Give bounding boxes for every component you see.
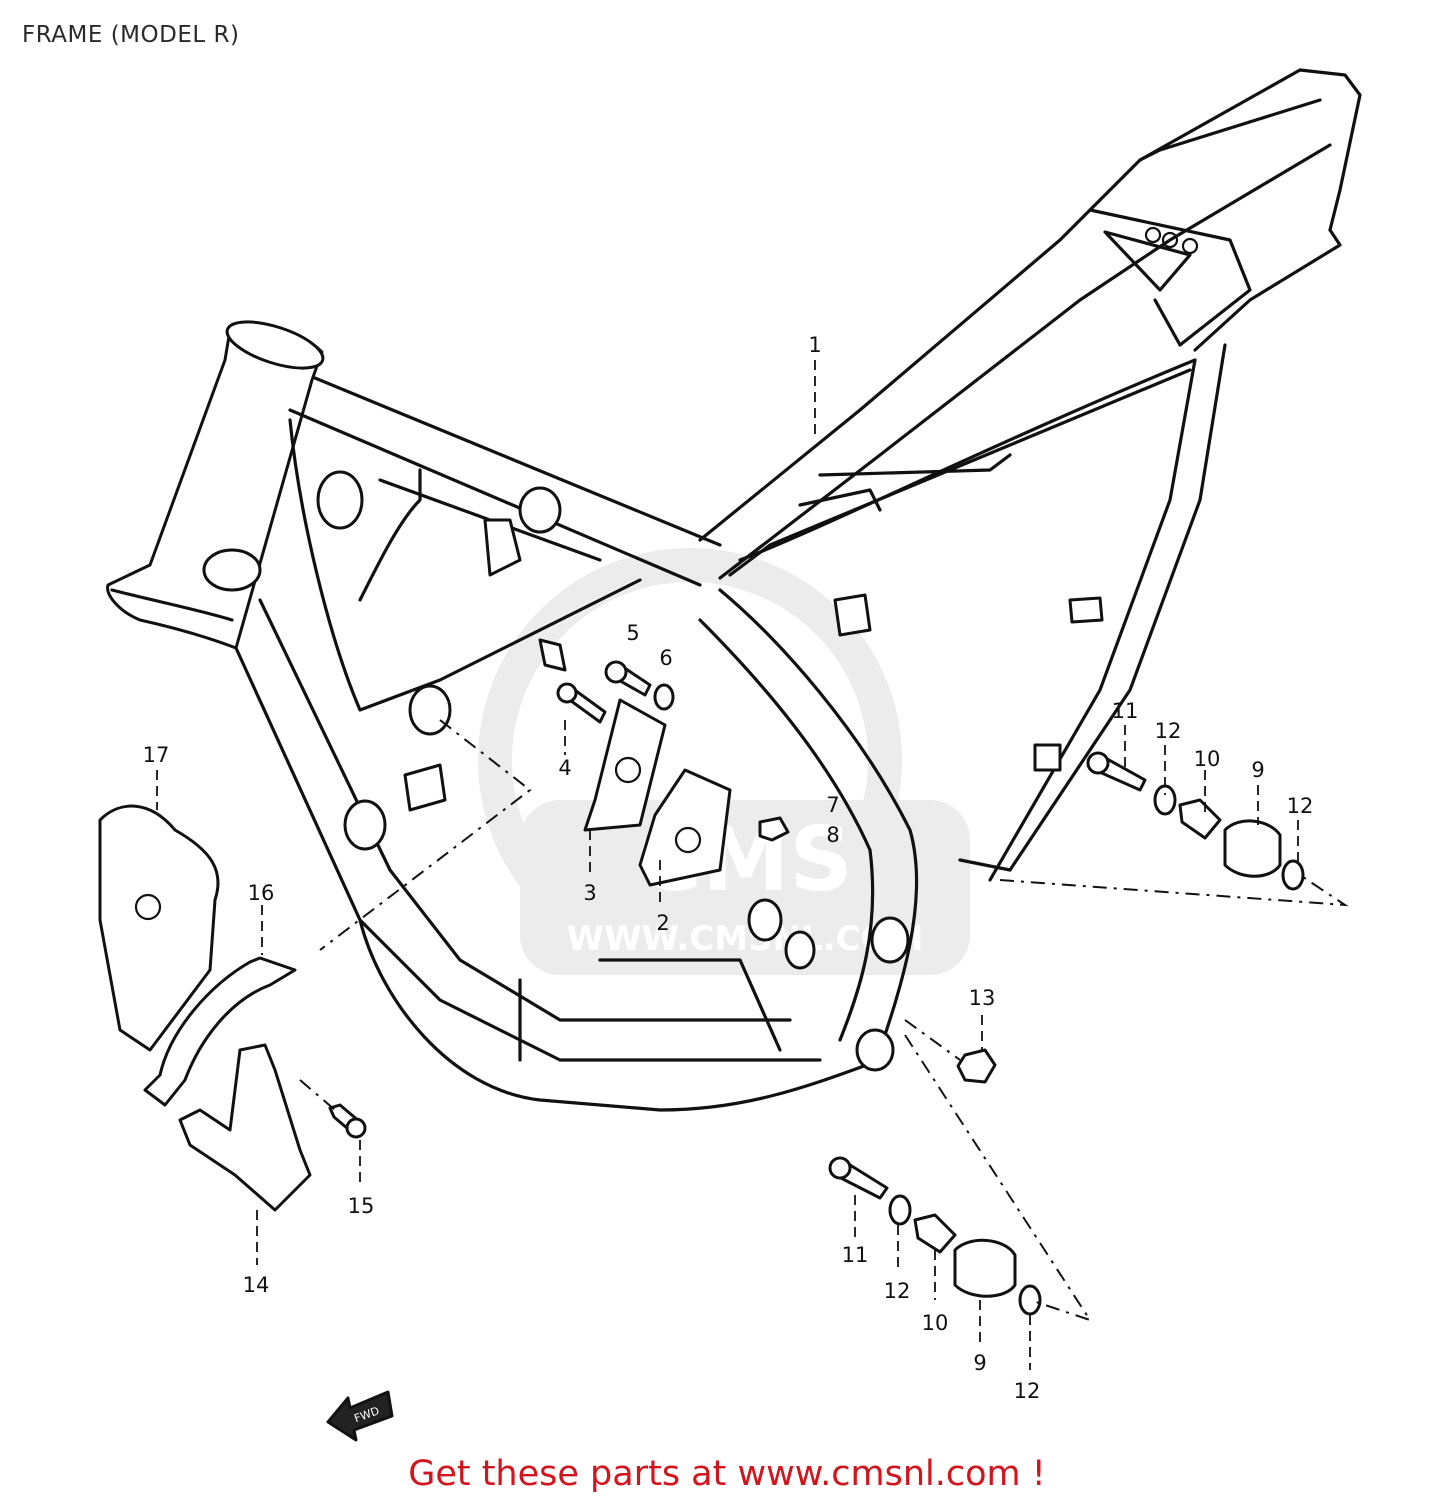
leader-lines [156,360,1299,1370]
part-label-1[interactable]: 1 [808,333,821,357]
part-label-12-upper-left[interactable]: 12 [1155,719,1182,743]
mount-set-upper [1086,751,1305,891]
part-13-nut [956,1048,997,1084]
part-label-13[interactable]: 13 [969,986,996,1010]
mount-set-lower [828,1156,1042,1316]
frame-main [106,68,1362,1112]
part-label-9-lower[interactable]: 9 [973,1351,986,1375]
part-label-12-lower-left[interactable]: 12 [884,1279,911,1303]
part-label-12-lower-right[interactable]: 12 [1014,1379,1041,1403]
forward-direction-arrow: FWD [326,1390,394,1442]
part-number-labels: 1 2 3 4 5 6 7 8 9 9 10 10 11 11 12 12 12… [143,333,1314,1403]
footer-promo: Get these parts at www.cmsnl.com ! [0,1454,1454,1494]
watermark-url: WWW.CMSNL.COM [567,919,924,959]
page-title: FRAME (MODEL R) [22,22,240,48]
part-label-4[interactable]: 4 [558,756,571,780]
watermark: CMS WWW.CMSNL.COM [478,548,970,975]
part-14-guard [178,1043,312,1212]
part-label-3[interactable]: 3 [583,881,596,905]
part-label-17[interactable]: 17 [143,743,170,767]
part-label-7[interactable]: 7 [826,793,839,817]
part-label-12-upper-right[interactable]: 12 [1287,794,1314,818]
part-label-15[interactable]: 15 [348,1194,375,1218]
part-label-8[interactable]: 8 [826,823,839,847]
engine-mount-fasteners [556,660,790,842]
part-label-9-upper[interactable]: 9 [1251,758,1264,782]
part-label-2[interactable]: 2 [656,911,669,935]
part-label-11-upper[interactable]: 11 [1112,699,1139,723]
engine-mount-plates [583,698,732,887]
part-label-11-lower[interactable]: 11 [842,1243,869,1267]
footer-link[interactable]: Get these parts at www.cmsnl.com ! [408,1454,1046,1494]
part-label-5[interactable]: 5 [626,621,639,645]
part-label-14[interactable]: 14 [243,1273,270,1297]
part-label-10-lower[interactable]: 10 [922,1311,949,1335]
part-label-6[interactable]: 6 [659,646,672,670]
assembly-lines [299,719,1349,1322]
part-17-cover [98,804,220,1052]
part-label-10-upper[interactable]: 10 [1194,747,1221,771]
part-label-16[interactable]: 16 [248,881,275,905]
part-16-strap [143,956,297,1107]
